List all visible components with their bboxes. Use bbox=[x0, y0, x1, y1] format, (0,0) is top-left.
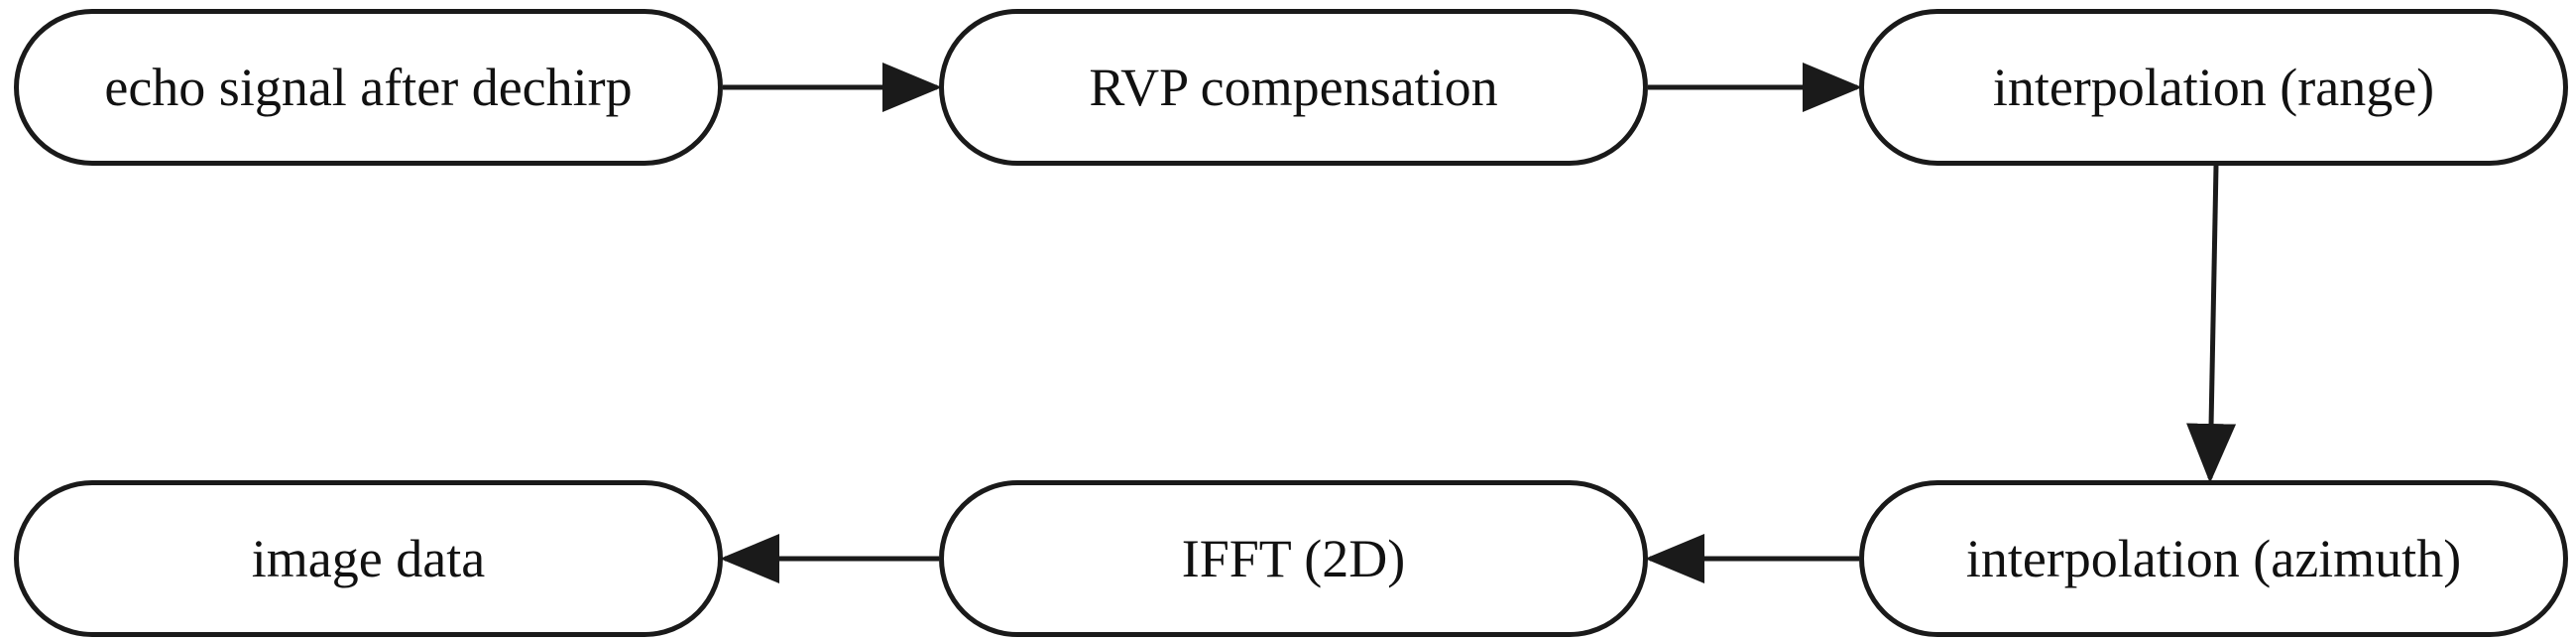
node-interpolation-azimuth: interpolation (azimuth) bbox=[1859, 480, 2568, 637]
node-interpolation-range: interpolation (range) bbox=[1859, 9, 2568, 166]
node-image-data: image data bbox=[14, 480, 723, 637]
node-echo-signal: echo signal after dechirp bbox=[14, 9, 723, 166]
node-rvp-compensation: RVP compensation bbox=[939, 9, 1648, 166]
arrow-range-to-azimuth bbox=[2186, 165, 2237, 483]
node-ifft-2d: IFFT (2D) bbox=[939, 480, 1648, 637]
